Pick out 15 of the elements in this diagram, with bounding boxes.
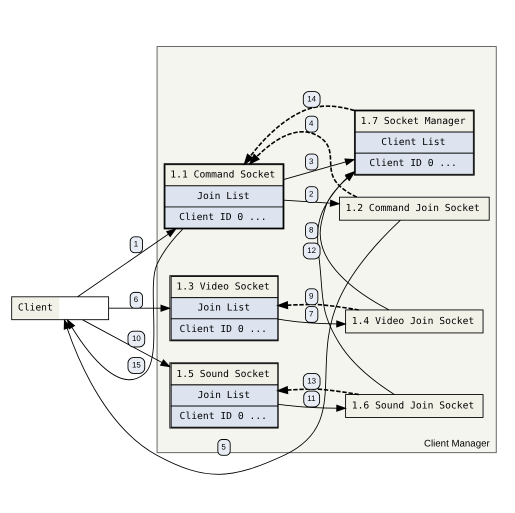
edge-label: 3 [309,156,314,166]
edge-label: 2 [309,189,314,198]
edge-label: 10 [132,334,141,343]
edge-label: 11 [307,393,316,402]
edge-label: 8 [309,225,314,234]
edge-label: 9 [309,291,314,300]
edge-label: 1 [134,239,138,248]
edge-label: 4 [309,118,314,128]
edge-label: 14 [307,94,316,103]
edge-label: 13 [307,376,316,385]
edge-label: 12 [307,245,316,254]
edge-label: 5 [221,442,226,451]
edge-label: 7 [309,308,314,318]
edge-label: 15 [132,360,141,369]
edge-label: 6 [134,294,138,304]
